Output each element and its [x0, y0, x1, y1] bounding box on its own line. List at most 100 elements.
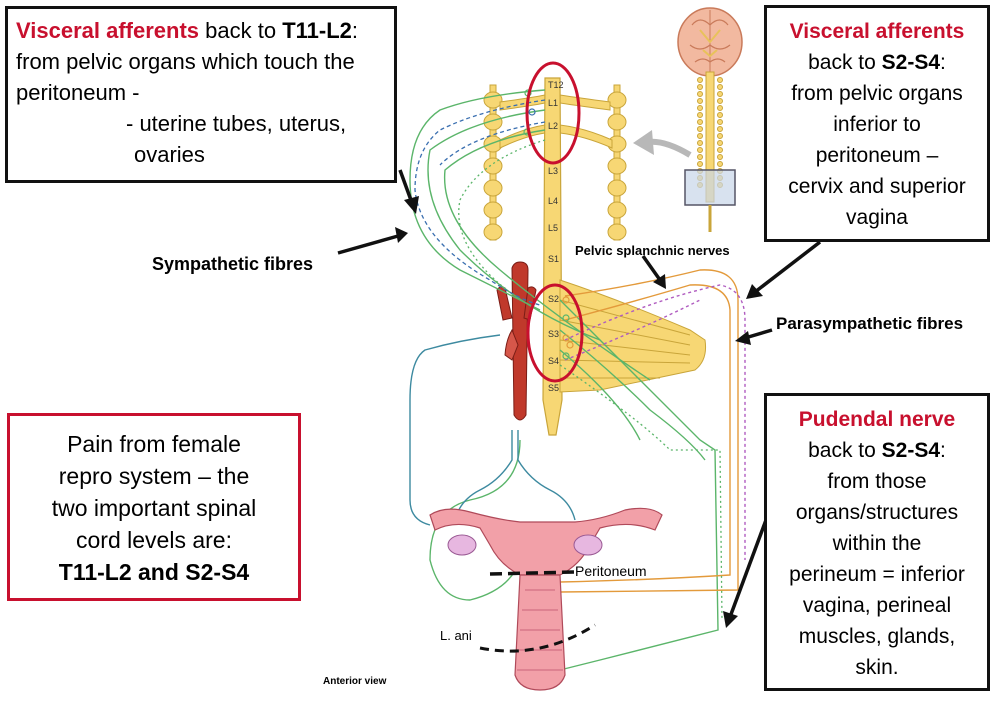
pain-answer: T11-L2 and S2-S4 — [58, 559, 250, 585]
box-tr-colon: : — [940, 51, 946, 74]
box-tl-level: T11-L2 — [282, 18, 352, 43]
mini-ganglion — [717, 84, 723, 90]
box-br-back-to: back to — [808, 439, 882, 462]
box-br-line: vagina, perineal — [802, 594, 952, 617]
visceral-afferents-t11-l2-box: Visceral afferents back to T11-L2: from … — [5, 6, 397, 183]
box-br-back-line: back to S2-S4: — [767, 435, 987, 466]
sympathetic-ganglion — [483, 223, 503, 241]
mini-ganglion — [697, 161, 703, 167]
sympathetic-ganglion — [483, 113, 503, 131]
dotted-green-fibres — [458, 139, 723, 621]
mini-ganglion — [717, 161, 723, 167]
box-tl-back-to: back to — [199, 18, 283, 43]
mini-ganglion — [717, 98, 723, 104]
levator-ani-label: L. ani — [440, 628, 472, 643]
pudendal-nerve-box: Pudendal nerve back to S2-S4: from those… — [764, 393, 990, 691]
box-tl-heading: Visceral afferents — [16, 18, 200, 43]
spinal-level-l3: L3 — [548, 166, 558, 176]
mini-ganglion — [717, 77, 723, 83]
spinal-level-l2: L2 — [548, 121, 558, 131]
nerve-root-ganglia — [523, 89, 574, 360]
box-tl-line1: Visceral afferents back to T11-L2: — [16, 15, 386, 46]
mini-ganglion — [697, 77, 703, 83]
anterior-view-label: Anterior view — [323, 676, 387, 687]
sympathetic-ganglion — [483, 179, 503, 197]
sympathetic-ganglion — [483, 157, 503, 175]
box-tr-line: vagina — [846, 206, 908, 229]
box-tr-back-to: back to — [808, 51, 882, 74]
peritoneum-line — [489, 570, 576, 576]
peritoneum-label: Peritoneum — [575, 563, 647, 579]
box-br-level: S2-S4 — [881, 439, 941, 462]
box-br-line: perineum = inferior — [789, 563, 965, 586]
spinal-level-t12: T12 — [548, 80, 564, 90]
teal-fibres — [409, 334, 576, 526]
box-tr-line: peritoneum – — [815, 144, 939, 167]
box-br-line: skin. — [855, 656, 899, 679]
box-br-heading: Pudendal nerve — [798, 408, 956, 431]
spinal-level-s1: S1 — [548, 254, 559, 264]
afferent-fibres — [414, 99, 546, 306]
spinal-level-s2: S2 — [548, 294, 559, 304]
sympathetic-ganglion — [607, 91, 627, 109]
mini-ganglion — [717, 140, 723, 146]
mini-ganglion — [697, 126, 703, 132]
rami-communicantes — [499, 94, 613, 149]
sympathetic-fibres-label: Sympathetic fibres — [152, 254, 314, 274]
box-tr-heading: Visceral afferents — [789, 20, 965, 43]
spinal-level-s3: S3 — [548, 329, 559, 339]
box-tr-line: from pelvic organs — [791, 82, 963, 105]
mini-ganglion — [717, 154, 723, 160]
mini-ganglion — [717, 91, 723, 97]
box-br-line: muscles, glands, — [798, 625, 956, 648]
spinal-level-s5: S5 — [548, 383, 559, 393]
abdominal-aorta — [496, 261, 537, 421]
pain-line: Pain from female — [67, 431, 241, 457]
box-tl-line5: ovaries — [134, 142, 205, 167]
visceral-afferents-s2-s4-box: Visceral afferents back to S2-S4: from p… — [764, 5, 990, 242]
box-tl-colon: : — [351, 18, 359, 43]
mini-ganglion — [697, 105, 703, 111]
mini-ganglion — [697, 119, 703, 125]
grey-zoom-arrow — [647, 138, 692, 158]
mini-ganglion — [717, 133, 723, 139]
mini-spinal-cord — [684, 71, 736, 232]
sympathetic-ganglion — [607, 201, 627, 219]
mini-ganglion — [697, 147, 703, 153]
box-br-line: organs/structures — [795, 501, 959, 524]
sympathetic-ganglion — [607, 113, 627, 131]
sympathetic-ganglion — [607, 179, 627, 197]
spinal-level-l4: L4 — [548, 196, 558, 206]
ovary-right — [573, 534, 603, 556]
mini-ganglion — [697, 133, 703, 139]
box-br-line: within the — [832, 532, 922, 555]
highlight-t12-l2 — [525, 61, 581, 165]
ovary-left — [447, 534, 477, 556]
box-tr-back-line: back to S2-S4: — [767, 47, 987, 78]
pain-line: repro system – the — [58, 463, 250, 489]
pain-line: two important spinal — [51, 495, 257, 521]
mini-ganglion — [697, 154, 703, 160]
pain-summary-box: Pain from female repro system – the two … — [7, 413, 301, 601]
pointer-arrows — [337, 169, 822, 628]
spinal-level-l5: L5 — [548, 223, 558, 233]
sympathetic-chain-right — [607, 84, 627, 241]
sympathetic-ganglion — [607, 157, 627, 175]
mini-ganglion — [697, 91, 703, 97]
box-br-line: from those — [827, 470, 927, 493]
mini-ganglion — [697, 84, 703, 90]
mini-ganglion — [697, 112, 703, 118]
box-tr-line: inferior to — [833, 113, 921, 136]
mini-ganglion — [717, 119, 723, 125]
mini-ganglion — [697, 98, 703, 104]
sympathetic-ganglion — [483, 201, 503, 219]
box-tl-line4: - uterine tubes, uterus, — [126, 111, 347, 136]
mini-ganglion — [717, 126, 723, 132]
highlight-s2-s4 — [526, 283, 584, 383]
box-tl-line3: peritoneum - — [16, 80, 140, 105]
pudendal-fibres — [564, 284, 746, 560]
mini-ganglion — [717, 112, 723, 118]
spinal-level-l1: L1 — [548, 98, 558, 108]
box-br-colon: : — [940, 439, 946, 462]
